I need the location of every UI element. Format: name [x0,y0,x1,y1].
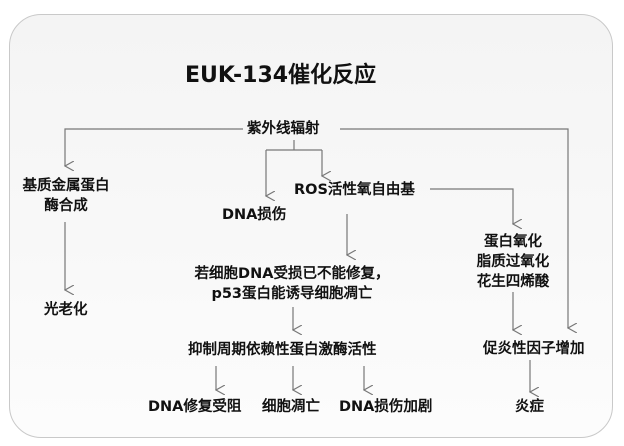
arrow-ros-to-oxidation [430,188,513,224]
node-mmp-synthesis: 基质金属蛋白 酶合成 [23,176,110,216]
node-mmp-line2: 酶合成 [44,198,88,214]
node-uv-radiation: 紫外线辐射 [247,121,320,137]
arrow-uv-to-proinflammatory [340,128,568,328]
node-proinflammatory: 促炎性因子增加 [483,341,585,357]
node-oxidation-line2: 脂质过氧化 [476,254,550,270]
node-ros: ROS活性氧自由基 [294,182,415,198]
node-unrepaired-line2: p53蛋白能诱导细胞凋亡 [211,286,373,302]
node-unrepaired: 若细胞DNA受损已不能修复， p53蛋白能诱导细胞凋亡 [195,264,390,304]
node-dna-repair-blocked: DNA修复受阻 [148,399,242,415]
node-oxidation: 蛋白氧化 脂质过氧化 花生四烯酸 [477,232,550,292]
node-inflammation: 炎症 [515,399,544,415]
arrow-uv-to-enzyme [65,128,243,166]
node-unrepaired-line1: 若细胞DNA受损已不能修复， [194,266,390,282]
node-dna-damage-worse: DNA损伤加剧 [339,399,433,415]
node-apoptosis: 细胞凋亡 [262,399,320,415]
node-dna-damage: DNA损伤 [222,207,287,223]
node-inhibit-cdk: 抑制周期依赖性蛋白激酶活性 [188,342,377,358]
node-mmp-line1: 基质金属蛋白 [22,178,110,194]
node-photoaging: 光老化 [44,302,88,318]
diagram-title: EUK-134催化反应 [185,63,377,88]
node-oxidation-line1: 蛋白氧化 [484,234,542,250]
node-oxidation-line3: 花生四烯酸 [476,274,550,290]
